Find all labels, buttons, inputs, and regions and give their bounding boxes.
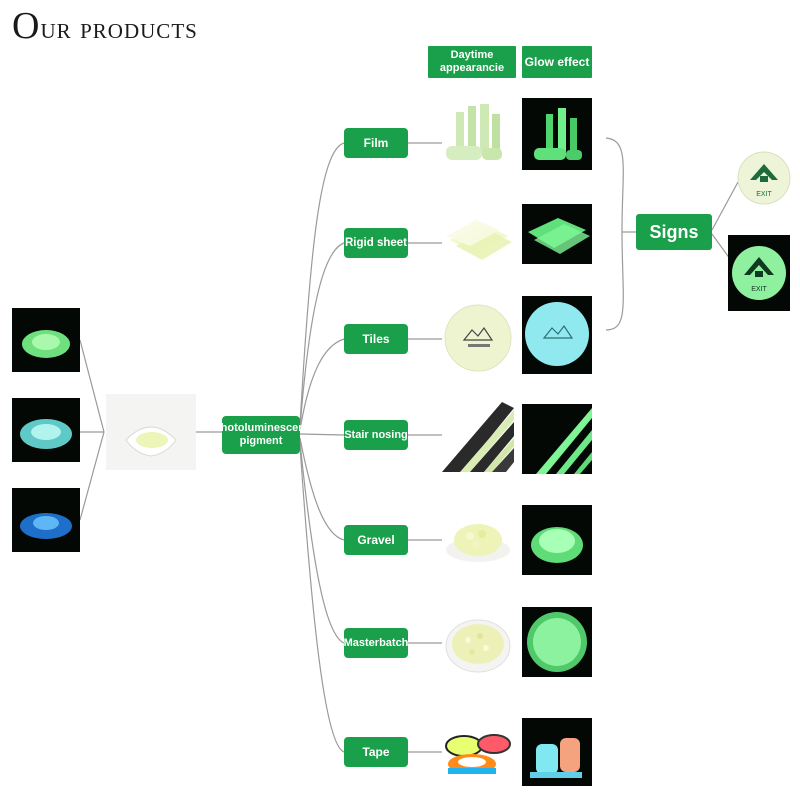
page-title: Our products bbox=[12, 5, 198, 47]
rigid-sheet-daytime-image bbox=[442, 210, 514, 270]
aqua-glow-powder-image bbox=[12, 398, 80, 462]
photoluminescent-pigment-box: Photoluminescent pigment bbox=[213, 416, 309, 454]
masterbatch-daytime-image bbox=[442, 612, 514, 676]
tiles-daytime-image bbox=[442, 302, 514, 374]
product-box-gravel: Gravel bbox=[344, 525, 408, 555]
product-box-tiles: Tiles bbox=[344, 324, 408, 354]
exit-text-daytime: EXIT bbox=[756, 191, 772, 198]
product-box-film: Film bbox=[344, 128, 408, 158]
gravel-glow-image bbox=[522, 505, 592, 575]
blue-glow-powder-image bbox=[12, 488, 80, 552]
header-daytime-appearance: Daytime appearancie bbox=[428, 46, 516, 78]
product-box-masterbatch: Masterbatch bbox=[344, 628, 408, 658]
exit-sign-daytime-image: EXIT bbox=[736, 150, 792, 206]
signs-box: Signs bbox=[636, 214, 712, 250]
header-glow-effect: Glow effect bbox=[522, 46, 592, 78]
film-daytime-image bbox=[442, 100, 514, 168]
tape-daytime-image bbox=[442, 722, 514, 780]
product-box-tape: Tape bbox=[344, 737, 408, 767]
exit-sign-glow-image: EXIT bbox=[728, 235, 790, 311]
rigid-sheet-glow-image bbox=[522, 204, 592, 264]
pigment-shell-image bbox=[106, 394, 196, 470]
product-box-stair-nosing: Stair nosing bbox=[344, 420, 408, 450]
product-box-rigid-sheet: Rigid sheet bbox=[344, 228, 408, 258]
stair-nosing-daytime-image bbox=[442, 402, 514, 472]
film-glow-image bbox=[522, 98, 592, 170]
tape-glow-image bbox=[522, 718, 592, 786]
gravel-daytime-image bbox=[442, 510, 514, 570]
exit-text-glow: EXIT bbox=[751, 286, 767, 293]
tiles-glow-image bbox=[522, 296, 592, 374]
stair-nosing-glow-image bbox=[522, 404, 592, 474]
masterbatch-glow-image bbox=[522, 607, 592, 677]
green-glow-powder-image bbox=[12, 308, 80, 372]
